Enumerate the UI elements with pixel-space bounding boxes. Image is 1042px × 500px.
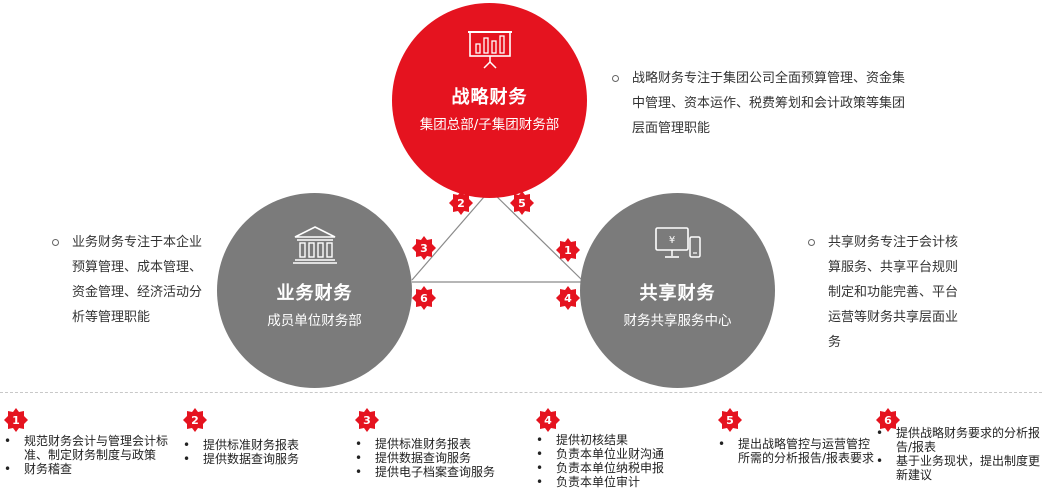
flow-badge-1: 1 [556,238,580,262]
list-item: 负责本单位审计 [536,475,706,489]
list-item: 提供初核结果 [536,433,706,447]
star-badge-icon [412,286,436,310]
star-badge-icon [355,408,379,432]
list-item: 提供标准财务报表 [355,437,535,451]
column-badge-1: 1 [4,408,28,432]
star-badge-icon [449,191,473,215]
star-badge-icon [412,236,436,260]
column-2-list: 提供标准财务报表 提供数据查询服务 [183,438,353,466]
list-item: 提供标准财务报表 [183,438,353,452]
star-badge-icon [4,408,28,432]
hollow-bullet-icon [52,239,59,246]
list-item: 负责本单位纳税申报 [536,461,706,475]
list-item: 财务稽查 [4,462,184,476]
column-4-list: 提供初核结果 负责本单位业财沟通 负责本单位纳税申报 负责本单位审计 [536,433,706,489]
flow-badge-3: 3 [412,236,436,260]
responsibility-column-1: 1 规范财务会计与管理会计标准、制定财务制度与政策 财务稽查 [4,408,184,476]
column-badge-4: 4 [536,408,560,432]
star-badge-icon [556,238,580,262]
flow-badge-6: 6 [412,286,436,310]
bank-building-icon [292,226,337,264]
column-3-list: 提供标准财务报表 提供数据查询服务 提供电子档案查询服务 [355,437,535,479]
hollow-bullet-icon [612,75,619,82]
column-badge-2: 2 [183,408,207,432]
shared-finance-subtitle: 财务共享服务中心 [623,313,732,329]
list-item: 负责本单位业财沟通 [536,447,706,461]
strategic-finance-title: 战略财务 [451,87,528,108]
column-5-list: 提出战略管控与运营管控所需的分析报告/报表要求 [718,437,878,465]
section-divider [0,392,1042,393]
svg-text:¥: ¥ [668,235,674,246]
column-1-list: 规范财务会计与管理会计标准、制定财务制度与政策 财务稽查 [4,434,184,476]
list-item: 提供数据查询服务 [183,452,353,466]
responsibility-column-5: 5 提出战略管控与运营管控所需的分析报告/报表要求 [718,408,878,465]
shared-finance-description: 共享财务专注于会计核算服务、共享平台规则制定和功能完善、平台运营等财务共享层面业… [808,230,968,355]
column-badge-3: 3 [355,408,379,432]
shared-finance-circle: ¥ 共享财务 财务共享服务中心 [580,193,775,388]
star-badge-icon [183,408,207,432]
computer-phone-icon: ¥ [654,227,701,258]
list-item: 规范财务会计与管理会计标准、制定财务制度与政策 [4,434,184,462]
business-finance-title: 业务财务 [276,283,353,304]
star-badge-icon [718,408,742,432]
flow-badge-5: 5 [510,191,534,215]
responsibility-column-2: 2 提供标准财务报表 提供数据查询服务 [183,408,353,466]
responsibility-column-3: 3 提供标准财务报表 提供数据查询服务 提供电子档案查询服务 [355,408,535,479]
list-item: 基于业务现状，提出制度更新建议 [876,454,1042,482]
business-finance-circle: 业务财务 成员单位财务部 [217,193,412,388]
list-item: 提供数据查询服务 [355,451,535,465]
strategic-finance-circle: 战略财务 集团总部/子集团财务部 [392,3,587,198]
flow-badge-2: 2 [449,191,473,215]
star-badge-icon [556,286,580,310]
flow-badge-4: 4 [556,286,580,310]
responsibility-column-4: 4 提供初核结果 负责本单位业财沟通 负责本单位纳税申报 负责本单位审计 [536,408,706,489]
responsibility-column-6: 6 提供战略财务要求的分析报告/报表 基于业务现状，提出制度更新建议 [876,408,1042,482]
hollow-bullet-icon [808,239,815,246]
business-finance-description: 业务财务专注于本企业预算管理、成本管理、资金管理、经济活动分析等管理职能 [52,230,202,330]
strategic-finance-description: 战略财务专注于集团公司全面预算管理、资金集中管理、资本运作、税费筹划和会计政策等… [612,66,912,141]
star-badge-icon [510,191,534,215]
presentation-chart-icon [467,31,512,69]
list-item: 提供战略财务要求的分析报告/报表 [876,426,1042,454]
list-item: 提供电子档案查询服务 [355,465,535,479]
strategic-finance-subtitle: 集团总部/子集团财务部 [419,117,560,133]
shared-finance-title: 共享财务 [639,283,716,304]
column-6-list: 提供战略财务要求的分析报告/报表 基于业务现状，提出制度更新建议 [876,426,1042,482]
star-badge-icon [536,408,560,432]
list-item: 提出战略管控与运营管控所需的分析报告/报表要求 [718,437,878,465]
business-finance-subtitle: 成员单位财务部 [267,313,362,329]
column-badge-5: 5 [718,408,742,432]
